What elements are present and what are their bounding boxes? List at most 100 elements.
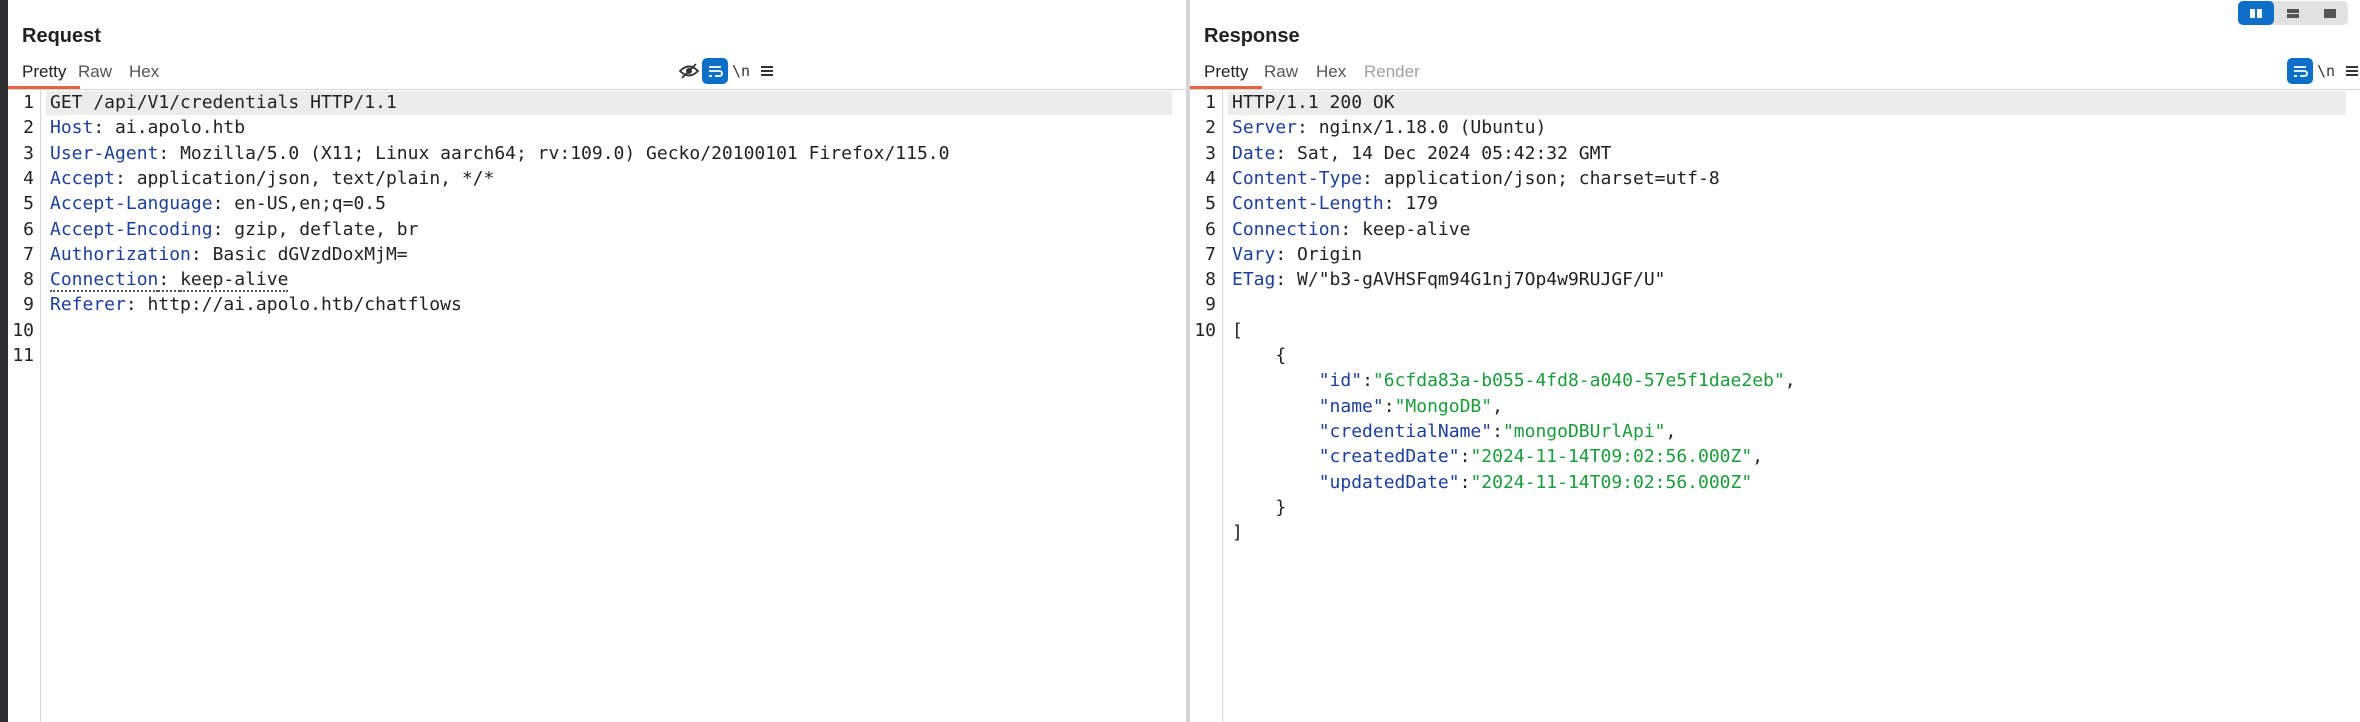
wrap-lines-icon[interactable] [702,58,728,84]
line-content: "credentialName":"mongoDBUrlApi", [1232,419,1677,444]
line-content: Accept: application/json, text/plain, */… [50,166,494,191]
code-line[interactable]: 10 [8,318,1186,343]
line-content: Content-Length: 179 [1232,191,1438,216]
request-tabs: Pretty Raw Hex [8,56,1186,90]
hide-nonprintable-icon[interactable] [676,58,702,84]
code-line[interactable]: } [1190,495,2360,520]
line-content: Connection: keep-alive [1232,217,1470,242]
line-text: { [1232,345,1287,366]
line-content: Connection: keep-alive [50,267,289,293]
header-value: Basic dGVzdDoxMjM= [212,243,408,265]
header-separator: : [1362,167,1384,189]
pane-divider[interactable] [1186,0,1190,722]
menu-icon[interactable] [2339,58,2360,84]
header-value: Origin [1297,243,1363,265]
header-name: Authorization [50,243,191,265]
line-text: } [1232,496,1287,518]
stacked-rows-icon[interactable] [2275,1,2311,25]
line-number: 7 [23,243,34,265]
json-indent [1232,396,1319,417]
response-tab-render[interactable]: Render [1364,62,1420,81]
json-indent [1232,472,1319,493]
header-separator: : [1383,193,1406,215]
code-line[interactable]: 9 [1190,292,2360,317]
request-tab-pretty[interactable]: Pretty [8,56,81,89]
header-value: nginx/1.18.0 (Ubuntu) [1318,117,1547,139]
code-line[interactable]: "id":"6cfda83a-b055-4fd8-a040-57e5f1dae2… [1190,368,2360,393]
header-separator: : [1275,142,1298,164]
line-number: 5 [1205,193,1216,215]
line-number: 9 [23,294,34,316]
line-number: 5 [23,193,34,215]
json-key: "createdDate" [1318,446,1460,468]
line-number: 4 [1205,167,1216,189]
newline-toggle[interactable]: \n [2316,62,2336,80]
header-name: Referer [50,294,126,316]
line-content: GET /api/V1/credentials HTTP/1.1 [50,90,397,115]
header-value: gzip, deflate, br [234,218,419,240]
response-tab-hex[interactable]: Hex [1316,62,1347,81]
header-separator: : [1340,218,1363,240]
code-line[interactable]: 7 Authorization: Basic dGVzdDoxMjM= [8,242,1186,267]
response-tab-raw[interactable]: Raw [1264,62,1299,81]
header-separator: : [158,142,181,164]
header-separator: : [190,243,213,265]
code-line[interactable]: 10[ [1190,318,2360,343]
code-line[interactable]: "updatedDate":"2024-11-14T09:02:56.000Z" [1190,470,2360,495]
response-toolbar: \n [2287,58,2360,84]
json-indent [1232,421,1319,442]
json-colon: : [1459,446,1471,468]
header-value: Mozilla/5.0 (X11; Linux aarch64; rv:109.… [180,142,950,164]
newline-toggle[interactable]: \n [731,62,751,80]
code-line[interactable]: 6 Connection: keep-alive [1190,217,2360,242]
line-text: HTTP/1.1 200 OK [1232,92,1395,113]
code-line[interactable]: ] [1190,520,2360,545]
request-tab-hex[interactable]: Hex [129,62,160,81]
line-content: Vary: Origin [1232,242,1362,267]
code-line[interactable]: 5 Accept-Language: en-US,en;q=0.5 [8,191,1186,216]
line-text: ] [1232,522,1243,544]
header-name: Content-Length [1232,193,1384,215]
code-line[interactable]: "credentialName":"mongoDBUrlApi", [1190,419,2360,444]
response-tab-pretty[interactable]: Pretty [1190,56,1263,89]
line-number: 8 [1205,269,1216,291]
code-line[interactable]: 11 [8,343,1186,368]
line-content: Accept-Language: en-US,en;q=0.5 [50,191,386,216]
json-key: "updatedDate" [1318,471,1460,493]
code-line[interactable]: "name":"MongoDB", [1190,394,2360,419]
json-key: "id" [1318,370,1363,392]
line-number: 1 [23,92,34,113]
single-pane-icon[interactable] [2312,1,2348,25]
line-content: User-Agent: Mozilla/5.0 (X11; Linux aarc… [50,141,949,166]
header-name: Connection [1232,218,1341,240]
code-line[interactable]: 1 GET /api/V1/credentials HTTP/1.1 [8,90,1186,115]
wrap-lines-icon[interactable] [2287,58,2313,84]
side-by-side-icon[interactable] [2238,1,2274,25]
line-content: ETag: W/"b3-gAVHSFqm94G1nj7Op4w9RUJGF/U" [1232,267,1666,292]
json-indent [1232,446,1319,467]
code-line[interactable]: "createdDate":"2024-11-14T09:02:56.000Z"… [1190,444,2360,469]
json-value: "2024-11-14T09:02:56.000Z" [1470,446,1753,468]
request-tab-raw[interactable]: Raw [78,62,113,81]
code-line[interactable]: 5 Content-Length: 179 [1190,191,2360,216]
header-value: W/"b3-gAVHSFqm94G1nj7Op4w9RUJGF/U" [1297,269,1666,291]
line-number: 6 [1205,218,1216,240]
header-name: Content-Type [1232,167,1363,189]
code-line[interactable]: { [1190,343,2360,368]
menu-icon[interactable] [754,58,780,84]
header-separator: : [1275,243,1298,265]
code-line[interactable]: 8 ETag: W/"b3-gAVHSFqm94G1nj7Op4w9RUJGF/U… [1190,267,2360,292]
